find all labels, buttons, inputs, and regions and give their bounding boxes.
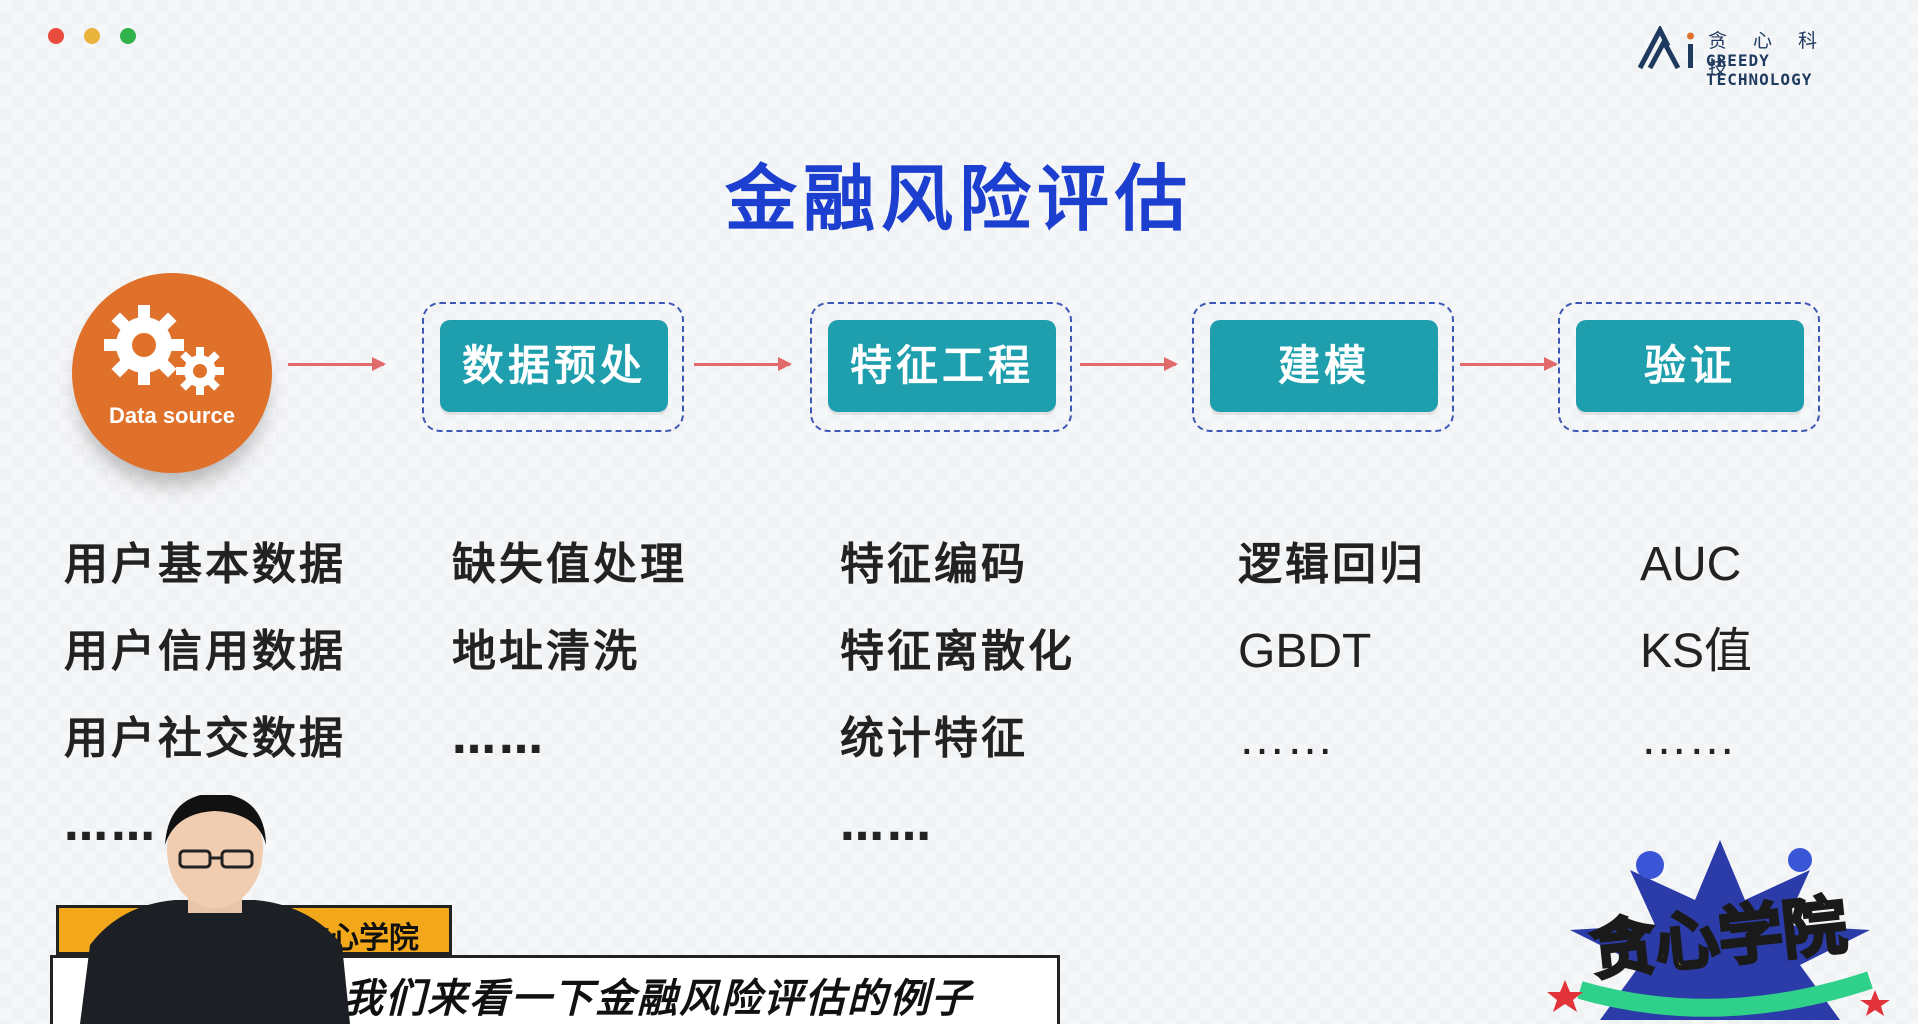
list-item: 用户信用数据 [64,626,346,677]
list-item: 特征编码 [840,539,1028,590]
slide-title: 金融风险评估 [724,157,1193,241]
list-item: 用户社交数据 [64,713,346,764]
gears-icon [104,305,224,395]
flow-arrow [1080,357,1178,371]
minimize-window-dot[interactable] [84,28,100,44]
column-validation: AUC KS值 …… [1640,530,1752,791]
logo-chinese-text: 贪心科技 [1708,30,1844,79]
greedy-logo: 贪心科技 GREEDY TECHNOLOGY [1638,26,1878,89]
list-item: 用户基本数据 [64,539,346,590]
stage-validation: 验证 [1558,302,1820,432]
list-item: 统计特征 [840,713,1028,764]
presenter-video-image [80,795,350,1024]
list-item: …… [1640,712,1736,765]
close-window-dot[interactable] [48,28,64,44]
list-item: GBDT [1238,625,1372,678]
flow-arrow [694,357,792,371]
data-source-circle: Data source [72,273,272,473]
stage-modeling-label: 建模 [1210,320,1438,412]
subtitle-caption-text: 我们来看一下金融风险评估的例子 [343,976,973,1022]
list-item: KS值 [1640,625,1753,678]
maximize-window-dot[interactable] [120,28,136,44]
stage-validation-label: 验证 [1576,320,1804,412]
stage-feature-engineering: 特征工程 [810,302,1072,432]
stage-preprocessing-label: 数据预处 [440,320,668,412]
list-item: …… [840,800,934,851]
stage-feature-engineering-label: 特征工程 [828,320,1056,412]
greedy-academy-badge-icon: 贪心学院 [1547,840,1890,1020]
stage-modeling: 建模 [1192,302,1454,432]
logo-english-text: GREEDY TECHNOLOGY [1706,51,1813,89]
list-item: AUC [1640,538,1742,591]
svg-text:贪心学院: 贪心学院 [1588,889,1850,989]
column-data-source: 用户基本数据 用户信用数据 用户社交数据 …… [64,530,346,878]
logo-mark-icon [1638,26,1694,70]
flow-arrow [288,357,386,371]
list-item: 逻辑回归 [1238,539,1426,590]
column-modeling: 逻辑回归 GBDT …… [1238,530,1426,791]
list-item: …… [1238,712,1334,765]
column-feature-engineering: 特征编码 特征离散化 统计特征 …… [840,530,1075,878]
flow-arrow [1460,357,1558,371]
list-item: 特征离散化 [840,626,1075,677]
list-item: …… [452,713,546,764]
list-item: …… [64,800,158,851]
list-item: 地址清洗 [452,626,640,677]
data-source-label: Data source [109,403,235,428]
column-preprocessing: 缺失值处理 地址清洗 …… [452,530,687,791]
list-item: 缺失值处理 [452,539,687,590]
stage-preprocessing: 数据预处 [422,302,684,432]
